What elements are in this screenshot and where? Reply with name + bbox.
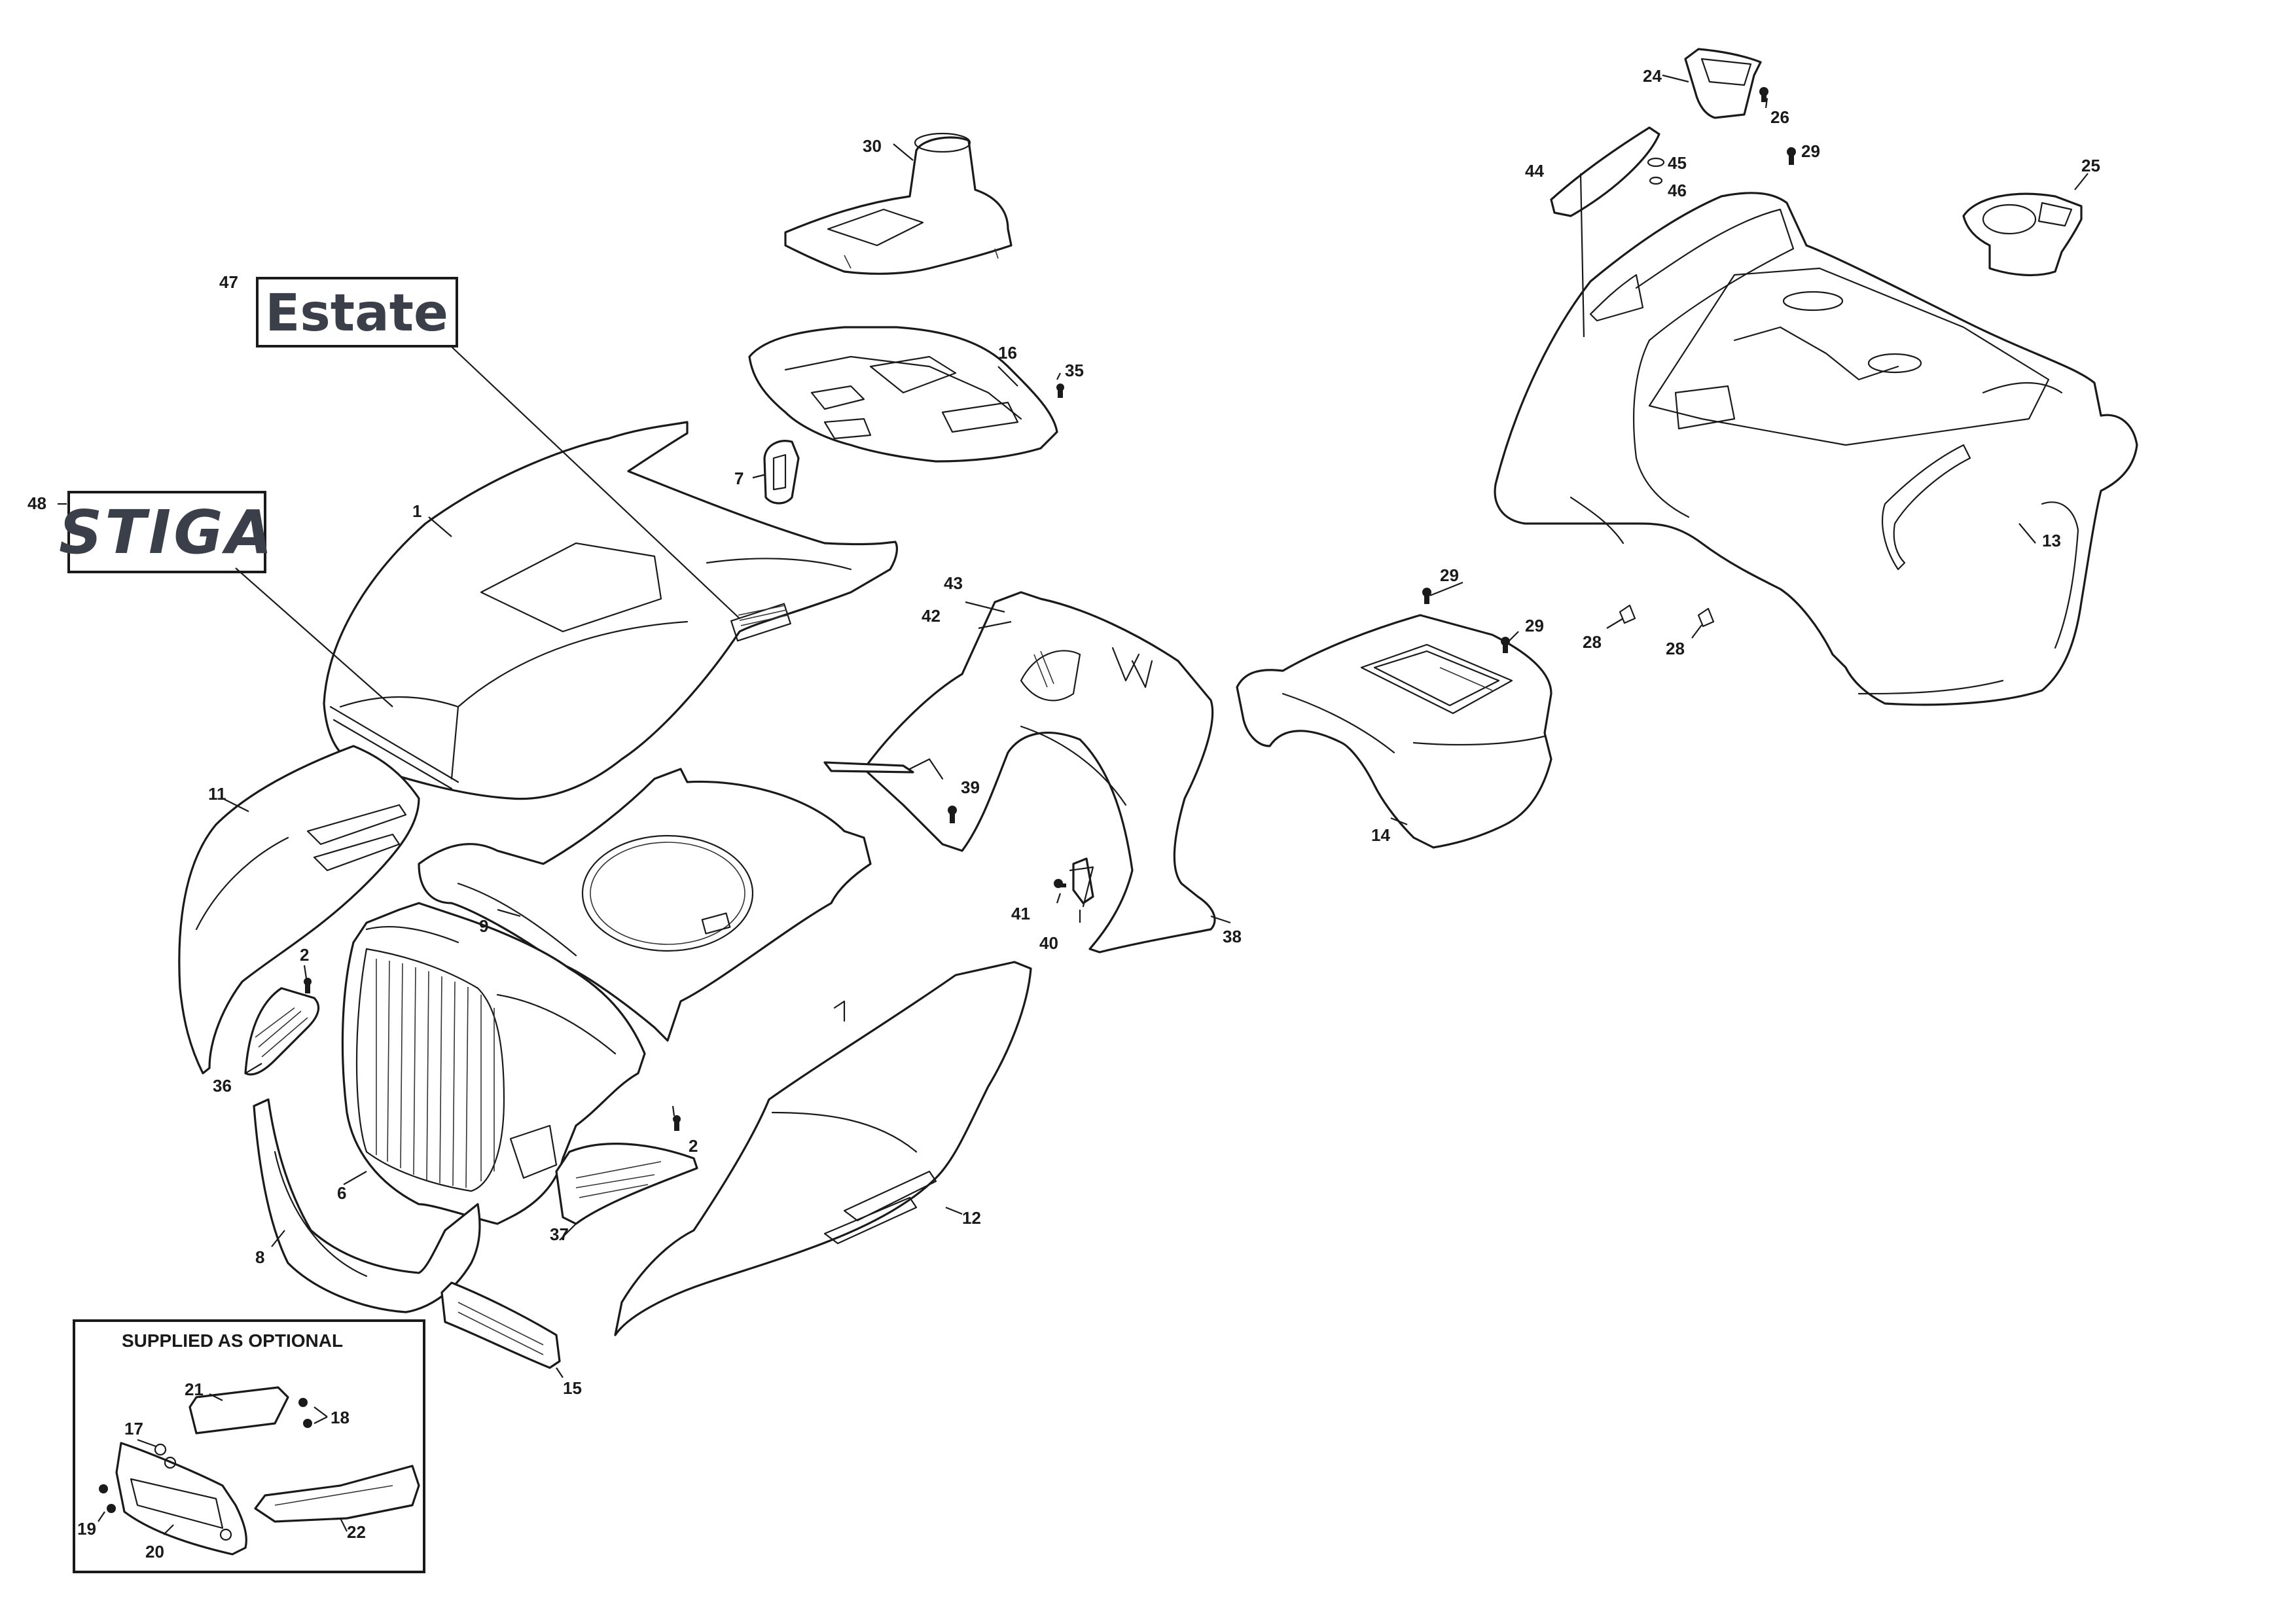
hood-part bbox=[323, 421, 898, 800]
screw-icon bbox=[1501, 637, 1510, 653]
callout-20: 20 bbox=[145, 1542, 164, 1561]
center-console-part bbox=[1236, 614, 1552, 849]
callout-15: 15 bbox=[563, 1378, 582, 1398]
screw-icon bbox=[673, 1115, 681, 1131]
right-headlight-part bbox=[555, 1143, 698, 1225]
callout-46: 46 bbox=[1668, 181, 1687, 200]
callout-37: 37 bbox=[550, 1224, 569, 1244]
callout-35: 35 bbox=[1065, 361, 1084, 380]
callout-11: 11 bbox=[208, 784, 226, 804]
front-grille-part bbox=[341, 902, 646, 1225]
washer-icon bbox=[154, 1443, 167, 1456]
callout-29: 29 bbox=[1440, 565, 1459, 585]
screw-icon bbox=[1056, 383, 1064, 398]
callout-16: 16 bbox=[998, 343, 1017, 363]
washer-icon bbox=[1647, 157, 1665, 185]
callout-45: 45 bbox=[1668, 153, 1687, 173]
bracket-icon bbox=[1069, 866, 1094, 908]
callout-47: 47 bbox=[219, 272, 238, 292]
screw-icon bbox=[304, 978, 312, 993]
screw-icon bbox=[1422, 588, 1431, 604]
callout-2: 2 bbox=[300, 945, 309, 965]
left-side-panel-part bbox=[178, 745, 420, 1075]
callout-14: 14 bbox=[1371, 825, 1390, 845]
callout-40: 40 bbox=[1039, 933, 1058, 953]
callout-18: 18 bbox=[331, 1408, 350, 1427]
callout-6: 6 bbox=[337, 1183, 346, 1203]
callout-24: 24 bbox=[1643, 66, 1662, 86]
callout-22: 22 bbox=[347, 1522, 366, 1542]
callout-38: 38 bbox=[1223, 927, 1242, 946]
callout-29: 29 bbox=[1801, 141, 1820, 161]
callout-21: 21 bbox=[185, 1380, 204, 1399]
screw-icon bbox=[99, 1484, 116, 1513]
callout-17: 17 bbox=[124, 1419, 143, 1438]
callout-41: 41 bbox=[1011, 904, 1030, 923]
dash-panel-part bbox=[748, 326, 1058, 463]
key-cover-part bbox=[763, 440, 800, 505]
callout-1: 1 bbox=[412, 501, 422, 521]
callout-13: 13 bbox=[2042, 531, 2061, 550]
rear-cup-holder-part bbox=[1684, 48, 1762, 119]
callout-43: 43 bbox=[944, 573, 963, 593]
plate-bracket-part bbox=[440, 1281, 561, 1369]
leader-lines bbox=[58, 74, 2089, 1378]
rear-storage-holder-part bbox=[1962, 192, 2083, 277]
callout-19: 19 bbox=[77, 1519, 96, 1539]
callout-48: 48 bbox=[27, 493, 46, 513]
right-side-panel-part bbox=[614, 961, 1032, 1336]
clip-icon bbox=[1697, 607, 1715, 628]
stiga-logo-text: STIGA bbox=[59, 497, 275, 567]
rear-fender-part bbox=[1494, 192, 2138, 706]
center-tunnel-cover-part bbox=[863, 591, 1216, 954]
callout-39: 39 bbox=[961, 777, 980, 797]
callout-2: 2 bbox=[689, 1136, 698, 1156]
screw-icon bbox=[298, 1398, 312, 1428]
optional-part-22 bbox=[254, 1465, 420, 1523]
callout-36: 36 bbox=[213, 1076, 232, 1096]
callout-8: 8 bbox=[255, 1247, 264, 1267]
callout-26: 26 bbox=[1770, 107, 1789, 127]
estate-badge: Estate bbox=[256, 277, 458, 348]
callout-29: 29 bbox=[1525, 616, 1544, 635]
callout-12: 12 bbox=[962, 1208, 981, 1228]
callout-28: 28 bbox=[1666, 639, 1685, 658]
callout-42: 42 bbox=[922, 606, 941, 626]
callout-28: 28 bbox=[1583, 632, 1602, 652]
callout-7: 7 bbox=[734, 469, 744, 488]
left-headlight-part bbox=[244, 987, 320, 1076]
callout-30: 30 bbox=[863, 136, 882, 156]
screw-icon bbox=[1759, 87, 1768, 102]
lower-bumper-trim-part bbox=[253, 1098, 481, 1313]
optional-box-title: SUPPLIED AS OPTIONAL bbox=[122, 1330, 343, 1351]
callout-25: 25 bbox=[2081, 156, 2100, 175]
callout-9: 9 bbox=[479, 916, 488, 936]
dashboard-inner-panel-part bbox=[418, 768, 872, 1042]
stiga-logo-badge: STIGA bbox=[59, 491, 275, 573]
callout-labels: 1 2 2 6 7 8 9 11 12 13 14 15 16 17 18 19… bbox=[27, 66, 2100, 1561]
optional-part-21 bbox=[188, 1386, 289, 1435]
estate-badge-text: Estate bbox=[265, 284, 448, 343]
steering-column-cover-part bbox=[784, 132, 1013, 275]
optional-parts-box: SUPPLIED AS OPTIONAL bbox=[73, 1319, 425, 1573]
callout-44: 44 bbox=[1525, 161, 1544, 181]
handle-grip-part bbox=[1550, 126, 1660, 217]
screw-icon bbox=[1054, 879, 1066, 888]
washer-icon bbox=[164, 1456, 177, 1469]
clip-icon bbox=[1619, 604, 1636, 624]
